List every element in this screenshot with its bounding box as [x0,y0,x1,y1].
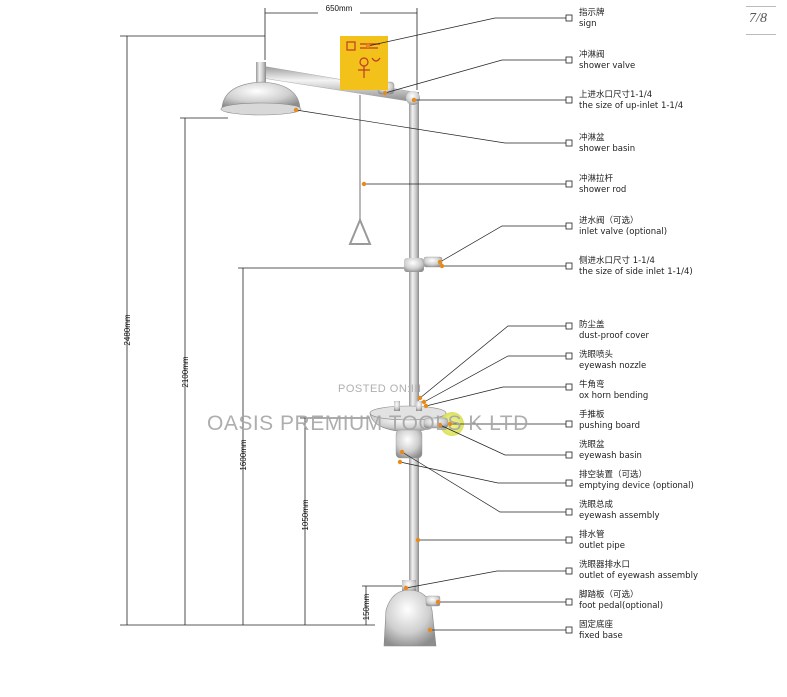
watermark-posted: POSTED ON:III [338,383,422,395]
label-en: shower valve [579,61,636,71]
label-cn: 脚踏板（可选） [579,590,639,600]
page-total: 8 [759,11,767,26]
sign-plate [340,36,388,90]
inlet-valve-body [404,258,424,272]
dim-150mm: 150mm [362,593,371,620]
sign-pictogram [346,41,381,78]
label-emptying-device: 排空装置（可选）emptying device (optional) [579,470,694,492]
label-cn: 冲淋拉杆 [579,174,614,184]
label-cn: 洗眼器排水口 [579,560,631,570]
label-en: dust-proof cover [579,331,650,341]
label-en: sign [579,19,597,29]
main-pipe [409,92,419,592]
label-cn: 防尘盖 [579,320,605,330]
top-elbow [406,91,420,105]
page-number: 7/8 [738,6,778,35]
page-number-rule-top [746,6,776,7]
shower-basin-rim [220,102,302,116]
eyewash-nozzle-left [394,401,400,411]
label-en: outlet of eyewash assembly [579,571,698,581]
label-cn: 洗眼喷头 [579,350,614,360]
label-en: the size of side inlet 1-1/4) [579,267,693,277]
label-cn: 冲淋盆 [579,133,605,143]
label-cn: 固定底座 [579,620,614,630]
dim-2100mm: 2100mm [181,356,190,387]
dim-650mm: 650mm [326,4,353,13]
eyewash-nozzle-right [416,401,422,411]
label-cn: 冲淋阀 [579,50,605,60]
shower-rod-handle [348,217,372,245]
label-cn: 洗眼盆 [579,440,605,450]
label-en: ox horn bending [579,391,649,401]
label-en: eyewash nozzle [579,361,647,371]
label-cn: 指示牌 [579,8,605,18]
shower-equipment [220,36,464,647]
label-cn: 洗眼总成 [579,500,614,510]
dim-1050mm: 1050mm [301,499,310,530]
label-cn: 侧进水口尺寸 1-1/4 [579,256,655,266]
label-cn: 手推板 [579,410,605,420]
label-en: shower rod [579,185,627,195]
label-inlet-valve: 进水阀（可选）inlet valve (optional) [579,216,667,238]
label-en: emptying device (optional) [579,481,694,491]
label-en: pushing board [579,421,640,431]
leader-lines [295,17,566,631]
label-cn: 牛角弯 [579,380,605,390]
dim-1600mm: 1600mm [239,439,248,470]
dimension-lines [120,8,418,626]
label-cn: 上进水口尺寸1-1/4 [579,90,653,100]
eyewash-basin-rim [369,405,447,421]
label-cn: 排水管 [579,530,605,540]
page-number-rule-bottom [746,34,776,35]
leader-end-markers [565,14,573,634]
label-en: eyewash assembly [579,511,660,521]
label-cn: 排空装置（可选） [579,470,648,480]
label-en: foot pedal(optional) [579,601,664,611]
label-en: outlet pipe [579,541,625,551]
label-en: shower basin [579,144,636,154]
dim-2480mm: 2480mm [123,314,132,345]
page-separator: / [756,11,760,26]
label-foot-pedal: 脚踏板（可选）foot pedal(optional) [579,590,663,612]
label-cn: 进水阀（可选） [579,216,639,226]
label-en: fixed base [579,631,623,641]
shower-neck [256,62,266,86]
shower-basin-shape [221,81,301,109]
page-current: 7 [749,11,757,26]
label-en: eyewash basin [579,451,642,461]
watermark-company: OASIS PREMIUM TOOLS K LTD [207,412,529,435]
part-markers [293,43,453,633]
label-en: the size of up-inlet 1-1/4 [579,101,684,111]
label-en: inlet valve (optional) [579,227,668,237]
